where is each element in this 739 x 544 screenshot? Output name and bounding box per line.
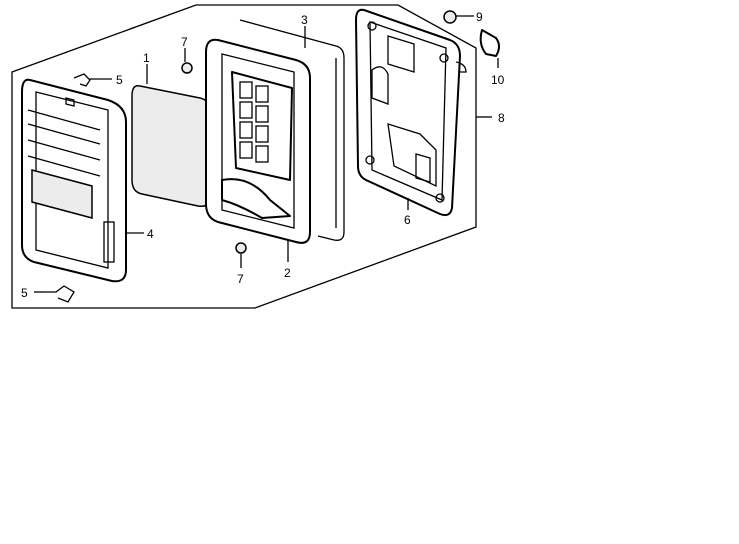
callout-5-top: 5	[116, 73, 123, 87]
nut-7-bottom	[235, 242, 247, 254]
callout-3: 3	[301, 13, 308, 27]
clip-5-bottom	[46, 285, 75, 303]
cover-part	[21, 78, 127, 283]
filter-element-part	[131, 84, 211, 208]
callout-10: 10	[491, 73, 505, 87]
assembly-outline	[11, 4, 477, 309]
nut-7-top	[181, 62, 193, 74]
callout-7-top: 7	[181, 35, 188, 49]
case-part	[355, 8, 467, 217]
gasket-10	[479, 29, 500, 57]
callout-7-bottom: 7	[237, 272, 244, 286]
clip-5-top	[73, 73, 91, 87]
callout-1: 1	[143, 51, 150, 65]
callout-6: 6	[404, 213, 411, 227]
nut-9	[443, 10, 457, 24]
callout-8: 8	[498, 111, 505, 125]
leader-lines	[34, 15, 499, 293]
callout-2: 2	[284, 266, 291, 280]
callout-9: 9	[476, 10, 483, 24]
callout-4: 4	[147, 227, 154, 241]
inner-frame-part	[205, 38, 311, 244]
callout-5-bottom: 5	[21, 286, 28, 300]
gasket-part	[239, 19, 345, 241]
